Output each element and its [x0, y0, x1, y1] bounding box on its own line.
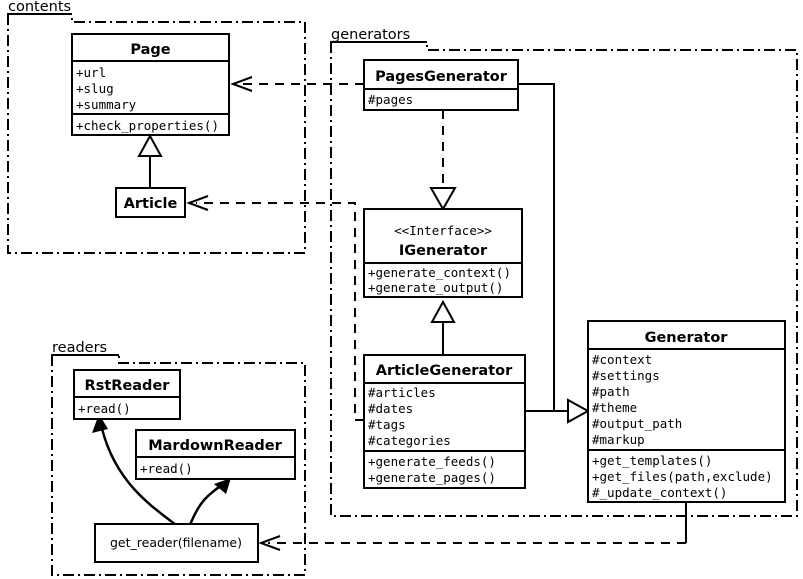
class-pagesgenerator-frame: [363, 59, 519, 111]
class-generator-method: +get_files(path,exclude): [592, 469, 773, 484]
class-mardownreader-title: MardownReader: [148, 438, 282, 454]
class-box-pages-generator[interactable]: PagesGenerator #pages: [363, 59, 519, 111]
class-pagesgenerator-title: PagesGenerator: [375, 69, 508, 85]
class-generator-title: Generator: [645, 330, 729, 346]
function-box-get-reader[interactable]: get_reader(filename): [94, 523, 259, 563]
class-rstreader-frame: [73, 369, 181, 420]
open-arrow-head: [258, 535, 281, 551]
class-article-frame: [115, 187, 186, 218]
class-generator-attribute: #settings: [592, 368, 660, 383]
class-igenerator-method: +generate_context(): [368, 265, 511, 280]
class-pagesgenerator-attribute: #pages: [368, 92, 413, 107]
class-box-generator[interactable]: Generator #context #settings #path #them…: [587, 320, 786, 503]
dependency-generator-to-getreader: [258, 502, 687, 551]
package-generators: generators: [330, 27, 798, 517]
class-page-method: +check_properties(): [76, 118, 219, 133]
class-articlegenerator-attribute: #dates: [368, 401, 413, 416]
call-curve: [98, 419, 177, 526]
class-box-article[interactable]: Article: [115, 187, 186, 218]
class-generator-attribute: #markup: [592, 432, 645, 447]
class-igenerator-frame: [363, 208, 523, 298]
call-getreader-to-rstreader: [92, 414, 177, 526]
class-generator-method: +get_templates(): [592, 453, 712, 468]
hollow-triangle-head: [567, 398, 591, 424]
class-articlegenerator-attribute: #articles: [368, 385, 436, 400]
package-readers-border: [51, 354, 306, 576]
class-igenerator-method: +generate_output(): [368, 280, 503, 295]
class-igenerator-stereotype: <<Interface>>: [394, 223, 492, 238]
class-generator-attribute: #theme: [592, 400, 637, 415]
hollow-triangle-head: [137, 133, 163, 157]
dependency-pagesgenerator-to-page: [230, 76, 364, 92]
class-generator-method: #_update_context(): [592, 485, 727, 500]
open-arrow-head: [230, 76, 253, 92]
class-rstreader-title: RstReader: [85, 378, 171, 394]
class-box-igenerator[interactable]: <<Interface>> IGenerator +generate_conte…: [363, 208, 523, 298]
class-page-frame: [71, 33, 230, 136]
class-box-rst-reader[interactable]: RstReader +read(): [73, 369, 181, 420]
function-getreader-label: get_reader(filename): [110, 535, 242, 550]
class-articlegenerator-attribute: #categories: [368, 433, 451, 448]
class-page-attribute: +summary: [76, 97, 137, 112]
package-readers-label: readers: [52, 340, 107, 356]
hollow-triangle-head: [429, 187, 457, 212]
class-generator-frame: [587, 320, 786, 503]
dependency-line: [196, 202, 364, 421]
generalization-article-to-page: [137, 133, 163, 188]
package-contents-label: contents: [8, 0, 71, 15]
class-generator-attribute: #path: [592, 384, 630, 399]
solid-arrow-head: [214, 478, 231, 494]
class-generator-attribute: #context: [592, 352, 652, 367]
class-articlegenerator-title: ArticleGenerator: [376, 363, 513, 379]
function-getreader-frame: [94, 523, 259, 563]
generalization-generators-to-generator: [518, 83, 591, 424]
class-articlegenerator-frame: [363, 354, 526, 489]
call-getreader-to-mardownreader: [188, 478, 231, 526]
class-page-attribute: +url: [76, 65, 106, 80]
class-articlegenerator-attribute: #tags: [368, 417, 406, 432]
class-box-article-generator[interactable]: ArticleGenerator #articles #dates #tags …: [363, 354, 526, 489]
class-page-title: Page: [130, 42, 170, 58]
class-igenerator-title: IGenerator: [399, 243, 488, 259]
generalization-articlegenerator-to-igenerator: [430, 299, 456, 355]
class-article-title: Article: [124, 196, 178, 212]
class-mardownreader-method: +read(): [140, 461, 193, 476]
realization-pagesgenerator-to-igenerator: [429, 110, 457, 212]
package-generators-label: generators: [331, 27, 410, 43]
open-arrow-head: [186, 195, 209, 211]
solid-arrow-head: [92, 414, 108, 433]
class-generator-attribute: #output_path: [592, 416, 682, 431]
class-box-page[interactable]: Page +url +slug +summary +check_properti…: [71, 33, 230, 136]
class-articlegenerator-method: +generate_pages(): [368, 470, 496, 485]
class-page-attribute: +slug: [76, 81, 114, 96]
package-contents: contents: [7, 0, 306, 254]
class-box-mardown-reader[interactable]: MardownReader +read(): [135, 429, 296, 480]
package-readers: readers: [51, 340, 306, 576]
class-mardownreader-frame: [135, 429, 296, 480]
dependency-articlegenerator-to-article: [186, 195, 364, 421]
hollow-triangle-head: [430, 299, 456, 323]
class-rstreader-method: +read(): [78, 401, 131, 416]
class-articlegenerator-method: +generate_feeds(): [368, 454, 496, 469]
